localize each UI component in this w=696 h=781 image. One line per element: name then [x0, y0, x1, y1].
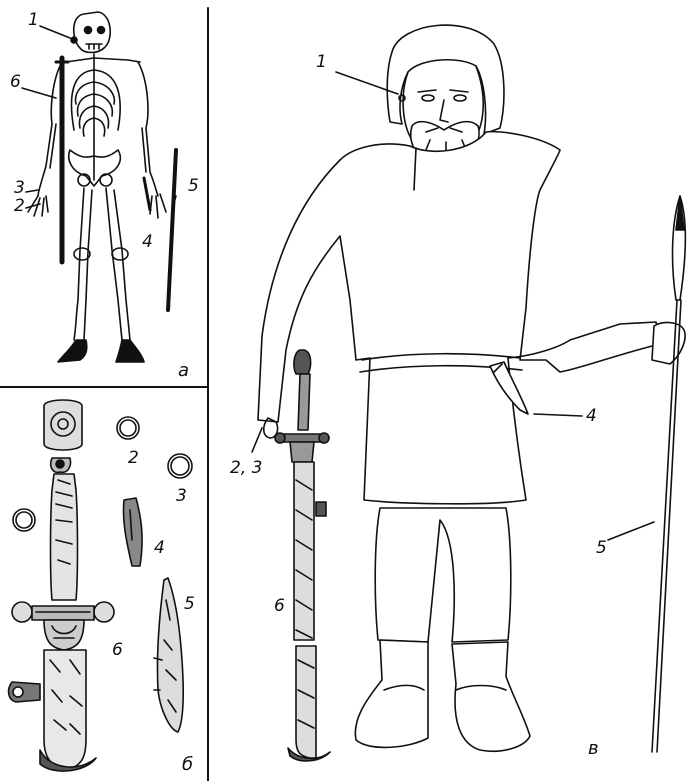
panel-letter-v: в — [588, 740, 599, 758]
skeleton-drawing — [22, 12, 176, 362]
artefact-label-3: 3 — [176, 488, 187, 505]
reconstruction-label-4: 4 — [586, 408, 597, 425]
panel-letter-b: б — [182, 756, 193, 774]
skeleton-label-5: 5 — [188, 178, 199, 195]
reconstruction-label-6: 6 — [274, 598, 285, 615]
artefact-label-5: 5 — [184, 596, 195, 613]
reconstruction-label-1: 1 — [316, 54, 327, 71]
artefact-label-2: 2 — [128, 450, 139, 467]
reconstruction-drawing — [252, 25, 685, 761]
skeleton-label-4: 4 — [142, 234, 153, 251]
skeleton-label-2: 2 — [14, 198, 25, 215]
skeleton-label-3: 3 — [14, 180, 25, 197]
reconstruction-label-5: 5 — [596, 540, 607, 557]
artefact-label-6: 6 — [112, 642, 123, 659]
artefacts-drawing — [9, 400, 192, 771]
skeleton-label-6: 6 — [10, 74, 21, 91]
panel-letter-a: а — [178, 362, 189, 380]
skeleton-label-1: 1 — [28, 12, 39, 29]
artefact-label-4: 4 — [154, 540, 165, 557]
reconstruction-label-2-3: 2, 3 — [230, 460, 262, 477]
